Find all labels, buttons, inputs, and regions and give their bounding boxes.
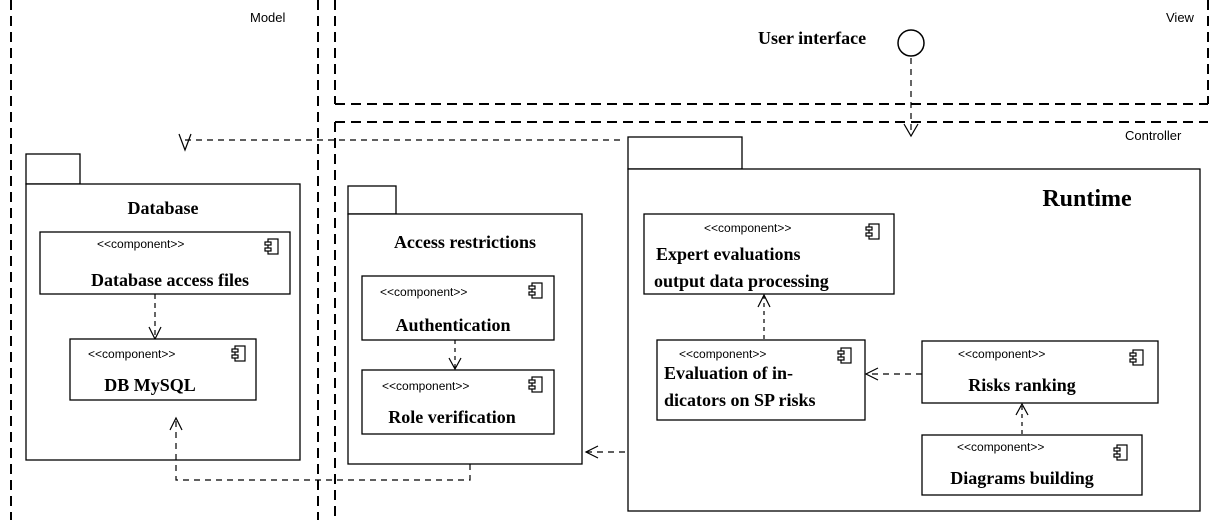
component-evaluation-indicators: <<component>> Evaluation of in- dicators… — [656, 339, 866, 421]
stereotype-label: <<component>> — [958, 347, 1045, 361]
component-name-line-2: output data processing — [654, 271, 829, 291]
component-role-verification: <<component>> Role verification — [361, 369, 555, 435]
role-arrowhead — [448, 357, 462, 371]
database-package: Database <<component>> Database access f… — [25, 153, 301, 461]
component-risks-ranking: <<component>> Risks ranking — [921, 340, 1159, 404]
component-name: Role verification — [388, 407, 515, 427]
model-layer-label: Model — [250, 10, 286, 25]
component-name: Authentication — [395, 315, 510, 335]
stereotype-label: <<component>> — [679, 347, 766, 361]
component-authentication: <<component>> Authentication — [361, 275, 555, 341]
component-diagrams-building: <<component>> Diagrams building — [921, 434, 1143, 496]
evaluation-arrowhead — [864, 367, 879, 381]
access-arrowhead — [584, 445, 599, 459]
component-db-mysql: <<component>> DB MySQL — [69, 338, 257, 401]
component-name: DB MySQL — [104, 375, 196, 395]
stereotype-label: <<component>> — [97, 237, 184, 251]
component-name: Risks ranking — [968, 375, 1076, 395]
controller-layer-label: Controller — [1125, 128, 1182, 143]
view-layer-label: View — [1166, 10, 1195, 25]
access-to-database-dependency — [175, 418, 471, 481]
stereotype-label: <<component>> — [88, 347, 175, 361]
database-package-title: Database — [128, 198, 199, 218]
component-name-line-2: dicators on SP risks — [664, 390, 816, 410]
runtime-package-tab — [627, 136, 743, 170]
database-package-tab — [25, 153, 81, 185]
component-name-line-1: Expert evaluations — [656, 244, 801, 264]
stereotype-label: <<component>> — [382, 379, 469, 393]
stereotype-label: <<component>> — [380, 285, 467, 299]
component-name: Database access files — [91, 270, 249, 290]
interface-arrowhead — [903, 123, 919, 138]
controller-to-model-arrowhead — [178, 133, 192, 152]
component-expert-evaluations: <<component>> Expert evaluations output … — [643, 213, 895, 295]
database-package-body — [25, 183, 301, 461]
user-interface-label: User interface — [758, 28, 866, 48]
runtime-package: Runtime <<component>> Expert evaluations… — [627, 136, 1201, 512]
interface-lollipop-icon — [897, 29, 925, 57]
access-package-title: Access restrictions — [394, 232, 536, 252]
access-package-tab — [347, 185, 397, 215]
runtime-package-title: Runtime — [1042, 186, 1132, 212]
ranking-arrowhead — [1015, 402, 1029, 416]
component-database-access-files: <<component>> Database access files — [39, 231, 291, 295]
access-restrictions-package: Access restrictions <<component>> Authen… — [347, 185, 583, 465]
component-name-line-1: Evaluation of in- — [664, 363, 793, 383]
stereotype-label: <<component>> — [957, 440, 1044, 454]
expert-arrowhead — [757, 293, 771, 308]
layer-boundaries — [10, 0, 1209, 520]
stereotype-label: <<component>> — [704, 221, 791, 235]
component-name: Diagrams building — [950, 468, 1094, 488]
database-arrowhead — [169, 416, 183, 431]
